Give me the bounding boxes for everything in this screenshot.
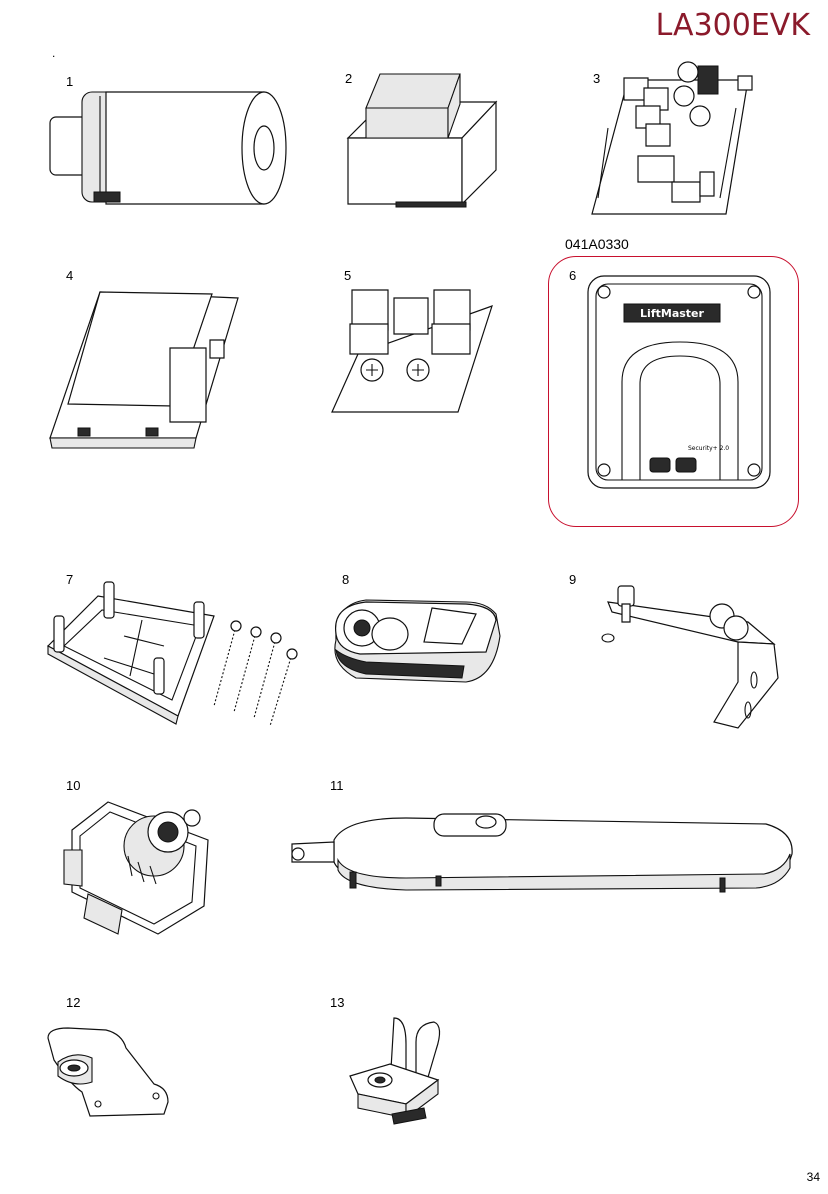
security-label: Security+ 2.0 [688,445,729,452]
part-number-3: 3 [593,71,601,86]
part-number-8: 8 [342,572,350,587]
clevis-bracket-icon [340,1014,452,1132]
brand-logo: LiftMaster [640,307,704,320]
part-number-2: 2 [345,71,353,86]
terminal-block-icon [328,284,498,419]
motor-capacitor-icon [46,82,296,212]
linear-actuator-arm-icon [286,808,800,894]
part-number-11: 11 [330,778,344,793]
mounting-base-with-screws-icon [44,576,300,726]
page-dot: . [52,46,56,60]
part-number-9: 9 [569,572,577,587]
part-number-4: 4 [66,268,74,283]
key-release-icon [326,594,506,686]
part-number-7: 7 [66,572,74,587]
part-6-highlight [548,256,799,527]
battery-pack-icon [46,288,246,453]
part-code-label: 041A0330 [565,236,629,252]
part-number-1: 1 [66,74,74,89]
page-number: 34 [806,1170,820,1184]
part-number-5: 5 [344,268,352,283]
pivot-bracket-icon [44,1024,174,1120]
part-number-13: 13 [330,995,345,1010]
model-title: LA300EVK [655,8,810,43]
control-board-icon [588,58,768,218]
transformer-icon [344,70,504,210]
part-number-10: 10 [66,778,81,793]
control-box-cover-icon: LiftMaster Security+ 2.0 [584,272,774,494]
part-number-12: 12 [66,995,81,1010]
gate-bracket-icon [598,582,784,728]
cable-gland-plate-icon [58,796,218,938]
